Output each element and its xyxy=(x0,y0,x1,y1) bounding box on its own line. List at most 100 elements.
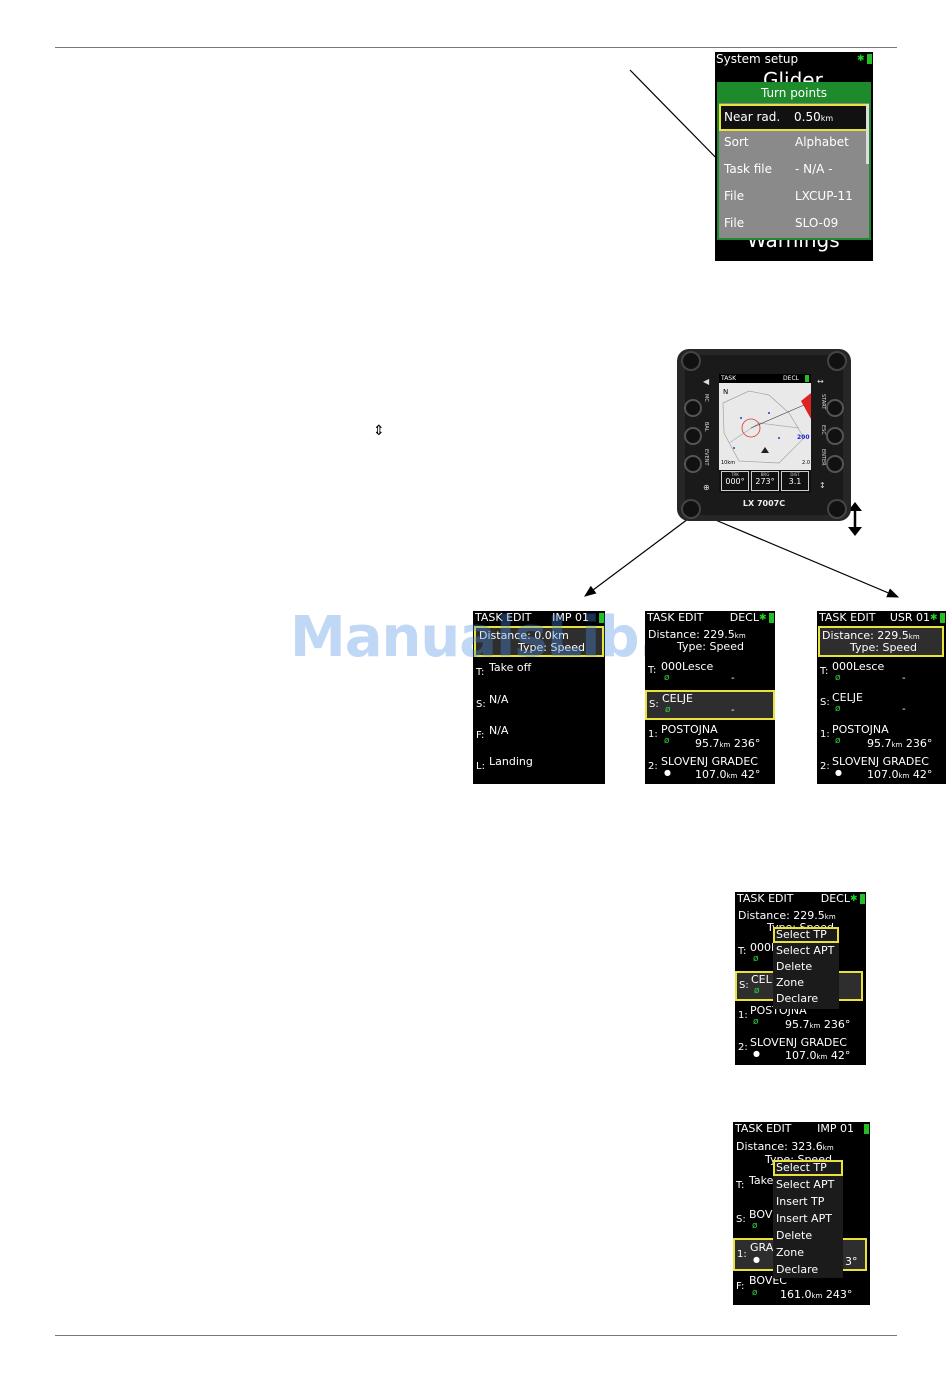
task-edit-decl-title: TASK EDIT xyxy=(647,611,704,624)
tp-prefix: S: xyxy=(820,697,830,708)
tp-start[interactable]: N/A xyxy=(489,693,509,706)
button-enter[interactable] xyxy=(826,455,844,473)
tp-start[interactable]: BOV xyxy=(749,1208,773,1221)
tp-1-dist: 95.7km 236° xyxy=(785,1018,851,1031)
tp-landing[interactable]: Landing xyxy=(489,755,533,768)
speaker-icon: ◀ xyxy=(703,377,710,386)
tp-prefix: T: xyxy=(648,665,657,676)
button-bal[interactable] xyxy=(684,427,702,445)
menu-insert-apt[interactable]: Insert APT xyxy=(776,1212,832,1225)
tp-finish[interactable]: N/A xyxy=(489,724,509,737)
button-event[interactable] xyxy=(684,455,702,473)
knob-bottom-right[interactable] xyxy=(827,499,847,519)
system-setup-title: System setup xyxy=(716,52,799,66)
satellite-icon: ✱ xyxy=(857,54,865,64)
system-setup-header: System setup ✱ xyxy=(715,52,873,66)
satellite-icon: ✱ xyxy=(930,613,938,623)
map-right-value: 2.0 xyxy=(802,460,810,466)
knob-top-left[interactable] xyxy=(681,351,701,371)
airport-icon: ø xyxy=(754,986,760,996)
tp-2[interactable]: SLOVENJ GRADEC xyxy=(750,1036,847,1049)
tp-1[interactable]: POSTOJNA xyxy=(661,723,718,736)
distance-row[interactable]: Distance: 229.5km Type: Speed xyxy=(818,626,944,657)
top-rule xyxy=(55,47,897,48)
tp-prefix: 1: xyxy=(738,1010,748,1021)
device-nav-boxes: TRK 000° BRG 273° DIST 3.1 xyxy=(719,470,811,493)
task-edit-decl-mode: DECL xyxy=(729,611,759,624)
label-event: EVENT xyxy=(703,449,709,466)
distance-value: Distance: 0.0km xyxy=(479,629,569,642)
tp-takeoff[interactable]: 000Lesce xyxy=(832,660,885,673)
north-indicator: N xyxy=(723,388,729,396)
info-icon: ● xyxy=(753,1255,760,1264)
info-icon: ● xyxy=(835,768,842,777)
context-menu: Select TP Select APT Delete Zone Declare xyxy=(773,927,839,1009)
battery-icon xyxy=(867,54,872,64)
knob-top-right[interactable] xyxy=(827,351,847,371)
sort-value[interactable]: Alphabet xyxy=(795,135,849,149)
button-mc[interactable] xyxy=(684,399,702,417)
distance-row[interactable]: Distance: 0.0km Type: Speed xyxy=(474,626,604,657)
pointer-arrow xyxy=(629,69,729,171)
tp-prefix: 1: xyxy=(820,729,830,740)
tp-finish-dist: 161.0km 243° xyxy=(780,1288,853,1301)
info-icon: ● xyxy=(664,768,671,777)
menu-declare[interactable]: Declare xyxy=(776,992,819,1005)
battery-icon xyxy=(599,613,604,623)
menu-delete[interactable]: Delete xyxy=(776,1229,813,1242)
tp-1: GRA xyxy=(750,1241,774,1254)
selected-start-row[interactable]: S: CELJE ø - xyxy=(645,690,775,720)
menu-insert-tp[interactable]: Insert TP xyxy=(776,1195,825,1208)
context-menu: Select TP Select APT Insert TP Insert AP… xyxy=(773,1160,843,1278)
knob-bottom-left[interactable] xyxy=(681,499,701,519)
row-near-radius[interactable]: Near rad. 0.50km xyxy=(719,104,869,131)
tp-2[interactable]: SLOVENJ GRADEC xyxy=(832,755,929,768)
task-edit-imp-mode: IMP 01 xyxy=(552,611,589,624)
tp-prefix: 2: xyxy=(738,1042,748,1053)
menu-delete[interactable]: Delete xyxy=(776,960,813,973)
task-type: Type: Speed xyxy=(850,641,917,654)
file-2-value[interactable]: SLO-09 xyxy=(795,216,839,230)
airport-icon: ø xyxy=(753,1017,759,1027)
menu-declare[interactable]: Declare xyxy=(776,1263,819,1276)
bottom-rule xyxy=(55,1335,897,1336)
map-waypoint-number: 200 xyxy=(797,434,810,441)
tp-takeoff[interactable]: Take xyxy=(749,1174,774,1187)
trk-box: TRK 000° xyxy=(721,471,749,491)
menu-select-tp[interactable]: Select TP xyxy=(776,1161,827,1174)
tp-takeoff[interactable]: 000Lesce xyxy=(661,660,714,673)
task-menu-decl-screen: TASK EDIT DECL ✱ Distance: 229.5km Type:… xyxy=(735,892,866,1065)
tp-prefix: S: xyxy=(476,699,486,710)
system-setup-screen: System setup ✱ Glider Warnings Turn poin… xyxy=(715,52,873,261)
menu-zone[interactable]: Zone xyxy=(776,976,805,989)
task-menu-decl-header: TASK EDIT DECL ✱ xyxy=(735,892,866,906)
label-esc: ESC xyxy=(820,425,826,435)
task-type: Type: Speed xyxy=(677,640,744,653)
tp-2-dist: 107.0km 42° xyxy=(695,768,761,781)
tp-takeoff[interactable]: Take off xyxy=(489,661,532,674)
tp-1[interactable]: POSTOJNA xyxy=(832,723,889,736)
task-file-value[interactable]: - N/A - xyxy=(795,162,833,176)
tp-start[interactable]: CELJE xyxy=(832,691,863,704)
button-start[interactable] xyxy=(826,399,844,417)
task-edit-usr-screen: TASK EDIT USR 01 ✱ Distance: 229.5km Typ… xyxy=(817,611,946,784)
file-1-value[interactable]: LXCUP-11 xyxy=(795,189,853,203)
distance-value: Distance: 229.5km xyxy=(648,628,746,641)
tp-prefix: 1: xyxy=(737,1249,747,1260)
task-edit-usr-title: TASK EDIT xyxy=(819,611,876,624)
button-esc[interactable] xyxy=(826,427,844,445)
tp-takeoff[interactable]: 000L xyxy=(750,941,778,954)
tp-prefix: 2: xyxy=(820,761,830,772)
menu-select-tp[interactable]: Select TP xyxy=(776,928,827,941)
device-battery-icon xyxy=(805,375,809,382)
tp-2[interactable]: SLOVENJ GRADEC xyxy=(661,755,758,768)
tp-dist: - xyxy=(731,705,735,716)
scrollbar[interactable] xyxy=(866,104,869,164)
menu-zone[interactable]: Zone xyxy=(776,1246,805,1259)
menu-select-apt[interactable]: Select APT xyxy=(776,944,835,957)
label-mc: MC xyxy=(703,394,709,402)
task-menu-imp-mode: IMP 01 xyxy=(817,1122,854,1135)
menu-select-apt[interactable]: Select APT xyxy=(776,1178,835,1191)
battery-icon xyxy=(769,613,774,623)
task-edit-imp-screen: TASK EDIT IMP 01 Distance: 0.0km Type: S… xyxy=(473,611,605,784)
